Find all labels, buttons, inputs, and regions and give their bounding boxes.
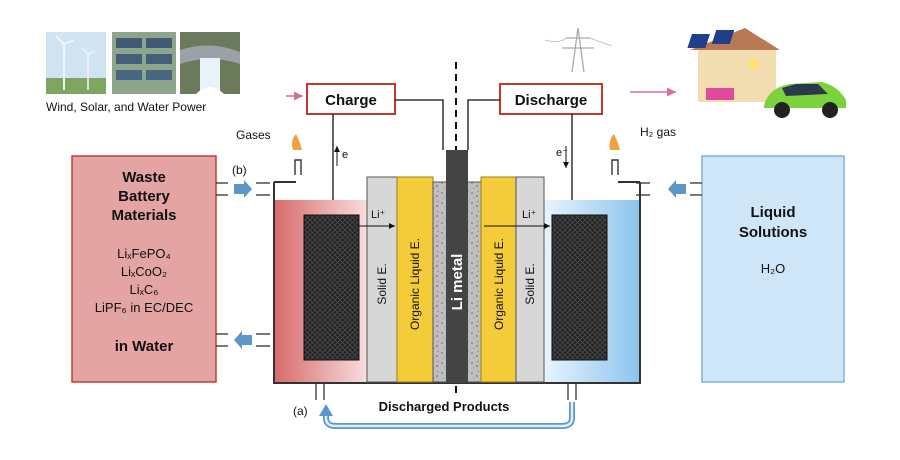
li-ion-left-label: Li⁺ [371,209,386,221]
liquid-solutions-box: Liquid Solutions H₂O [701,155,845,383]
discharged-products-label: Discharged Products [379,399,510,414]
gases-label: Gases [236,128,271,142]
power-caption: Wind, Solar, and Water Power [46,100,206,114]
discharge-text: Discharge [515,92,588,109]
charge-electron: e [342,149,348,161]
gas-vent-right [609,134,620,175]
li-metal-label: Li metal [449,254,466,311]
right-electrode [551,214,608,361]
left-outlet-pipe [216,331,270,349]
waste-materials-box: Waste Battery Materials LiₓFePO₄ LiₓCoO₂… [71,155,217,383]
waste-formula-3: LiₓC₆ [129,282,158,297]
marker-b: (b) [232,163,247,177]
marker-a: (a) [293,404,308,418]
organic-e-right-label: Organic Liquid E. [492,238,506,330]
waste-footer: in Water [115,338,174,355]
wind-turbine-image [46,32,106,94]
electrochemical-cell: Solid E. Organic Liquid E. Li metal Orga… [273,150,641,384]
waste-title-2: Battery [118,188,170,205]
waste-formula-2: LiₓCoO₂ [121,264,167,279]
organic-e-left-label: Organic Liquid E. [408,238,422,330]
right-inlet-pipe [636,180,702,198]
organic-electrolyte-left [396,176,434,383]
solid-e-right-label: Solid E. [523,263,537,304]
solar-farm-image [112,32,176,94]
liquid-formula: H₂O [761,261,786,276]
power-sources: Wind, Solar, and Water Power [46,32,240,114]
left-inlet-pipe [216,180,270,198]
bottom-drain-right [567,383,577,400]
solid-electrolyte-right [515,176,545,383]
solar-house-image [687,28,780,102]
charge-label: Charge [306,83,396,115]
electric-car-image [764,82,846,118]
solid-electrolyte-left [366,176,398,383]
power-pylon-image [544,27,613,73]
charge-text: Charge [325,92,377,109]
waste-title-1: Waste [122,169,166,186]
bottom-drain-left [315,383,325,400]
li-metal-core [446,150,468,382]
waste-formula-1: LiₓFePO₄ [117,246,171,261]
liquid-title-2: Solutions [739,224,807,241]
waste-title-3: Materials [111,207,176,224]
liquid-title-1: Liquid [751,204,796,221]
solid-e-left-label: Solid E. [375,263,389,304]
gas-vent-left [292,134,302,175]
h2-gas-label: H₂ gas [640,125,676,139]
discharge-label: Discharge [499,83,603,115]
discharged-products-return-arrow [319,402,575,429]
organic-electrolyte-right [480,176,517,383]
discharge-electron: e⁻ [556,147,568,159]
left-electrode [303,214,360,361]
li-ion-right-label: Li⁺ [522,209,537,221]
waste-formula-4: LiPF₆ in EC/DEC [95,300,193,315]
hydro-dam-image [180,32,240,94]
